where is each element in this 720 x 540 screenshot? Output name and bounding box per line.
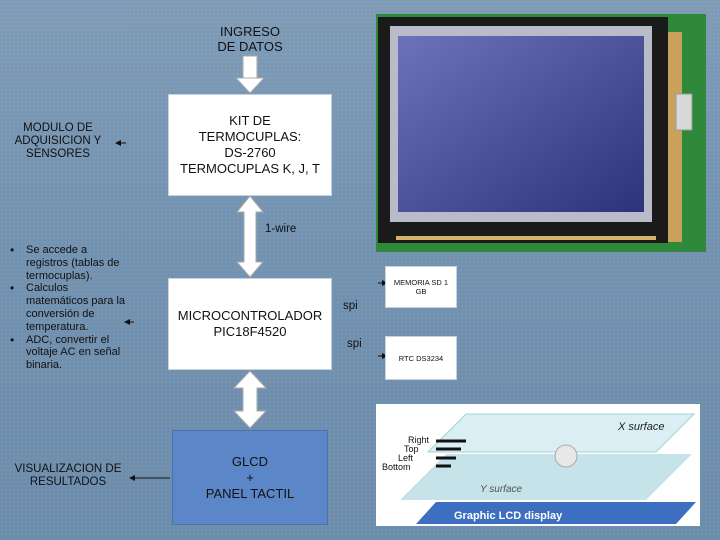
bullet-item: Calculos matemáticos para la conversión …: [8, 282, 128, 333]
modulo-label: MODULO DE ADQUISICION Y SENSORES: [14, 122, 102, 160]
glcd-box: GLCD + PANEL TACTIL: [172, 430, 328, 525]
rtc-box: RTC DS3234: [385, 336, 457, 380]
touch-label-left: Left: [398, 453, 414, 463]
visualizacion-label: VISUALIZACION DE RESULTADOS: [14, 463, 122, 488]
micro-glcd-double-arrow: [232, 370, 268, 429]
one-wire-label: 1-wire: [265, 223, 297, 235]
microcontrolador-box: MICROCONTROLADOR PIC18F4520: [168, 278, 332, 370]
ingreso-label: INGRESO DE DATOS: [217, 24, 283, 54]
touch-panel-illustration: X surface Y surface Right Top Left Botto…: [376, 404, 700, 526]
lcd-layer: [416, 502, 696, 524]
microcontrolador-text: MICROCONTROLADOR PIC18F4520: [177, 308, 323, 339]
bullet-item: ADC, convertir el voltaje AC en señal bi…: [8, 334, 128, 372]
x-surface-label: X surface: [617, 421, 664, 433]
touch-label-bottom: Bottom: [382, 462, 411, 472]
ingreso-arrow: [234, 55, 266, 94]
kit-termocuplas-text: KIT DE TERMOCUPLAS: DS-2760 TERMOCUPLAS …: [180, 113, 320, 176]
micro-functions-list: Se accede a registros (tablas de termocu…: [8, 244, 128, 372]
kit-termocuplas-box: KIT DE TERMOCUPLAS: DS-2760 TERMOCUPLAS …: [168, 94, 332, 196]
glcd-module-photo: [376, 14, 706, 252]
rtc-text: RTC DS3234: [398, 353, 444, 363]
graphic-lcd-label: Graphic LCD display: [454, 510, 563, 522]
spi-label-1: spi: [343, 300, 358, 312]
one-wire-double-arrow: [235, 195, 265, 278]
y-surface-label: Y surface: [480, 484, 522, 495]
glcd-text: GLCD + PANEL TACTIL: [205, 453, 295, 501]
bullet-item: Se accede a registros (tablas de termocu…: [8, 244, 128, 282]
touch-label-top: Top: [404, 444, 419, 454]
stylus-ball: [554, 444, 578, 468]
spi-label-2: spi: [347, 338, 362, 350]
memoria-sd-text: MEMORIA SD 1 GB: [393, 278, 449, 296]
y-surface-layer: [400, 454, 692, 500]
x-surface-layer: [426, 413, 696, 453]
memoria-sd-box: MEMORIA SD 1 GB: [385, 266, 457, 308]
touch-label-right: Right: [408, 435, 430, 445]
